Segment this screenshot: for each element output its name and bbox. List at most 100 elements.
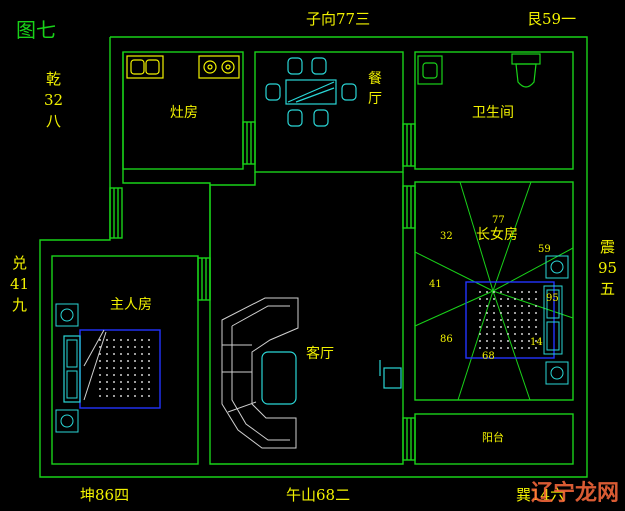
quilt-dot bbox=[99, 374, 101, 376]
quilt-dot bbox=[514, 333, 516, 335]
door-balcony bbox=[402, 417, 416, 461]
quilt-dot bbox=[528, 291, 530, 293]
quilt-dot bbox=[493, 326, 495, 328]
quilt-dot bbox=[514, 347, 516, 349]
quilt-dot bbox=[148, 388, 150, 390]
dining-set bbox=[265, 57, 357, 127]
quilt-dot bbox=[514, 340, 516, 342]
room-eldest-daughter: 长女房 bbox=[476, 227, 518, 243]
sector-number-59: 59 bbox=[538, 244, 551, 255]
direction-top-center: 子向77三 bbox=[306, 10, 371, 28]
quilt-dot bbox=[528, 326, 530, 328]
quilt-dot bbox=[127, 395, 129, 397]
watermark-logo: 辽宁龙网 bbox=[530, 481, 619, 506]
quilt-dot bbox=[535, 340, 537, 342]
quilt-dot bbox=[507, 291, 509, 293]
quilt-dot bbox=[521, 340, 523, 342]
quilt-dot bbox=[113, 360, 115, 362]
quilt-dot bbox=[141, 381, 143, 383]
quilt-dot bbox=[99, 339, 101, 341]
sector-rays bbox=[414, 181, 574, 401]
quilt-dot bbox=[507, 347, 509, 349]
quilt-dot bbox=[479, 333, 481, 335]
quilt-dot bbox=[521, 319, 523, 321]
quilt-dot bbox=[535, 298, 537, 300]
quilt-dot bbox=[500, 333, 502, 335]
master-bed bbox=[55, 303, 161, 433]
quilt-dot bbox=[493, 340, 495, 342]
quilt-dot bbox=[521, 326, 523, 328]
quilt-dot bbox=[528, 312, 530, 314]
quilt-dot bbox=[514, 298, 516, 300]
quilt-dot bbox=[113, 353, 115, 355]
quilt-dot bbox=[113, 367, 115, 369]
inner-wall-left bbox=[122, 52, 211, 300]
quilt-dot bbox=[106, 374, 108, 376]
figure-title: 图七 bbox=[16, 18, 56, 42]
quilt-dot bbox=[141, 353, 143, 355]
quilt-dot bbox=[535, 347, 537, 349]
quilt-dot bbox=[127, 367, 129, 369]
quilt-dot bbox=[106, 381, 108, 383]
quilt-dot bbox=[521, 312, 523, 314]
quilt-dot bbox=[120, 388, 122, 390]
quilt-dot bbox=[99, 360, 101, 362]
toilet-bowl bbox=[515, 63, 537, 88]
stove bbox=[198, 55, 240, 79]
quilt-dot bbox=[134, 353, 136, 355]
quilt-dot bbox=[493, 305, 495, 307]
quilt-dot bbox=[486, 333, 488, 335]
sector-number-14: 14 bbox=[530, 337, 543, 348]
quilt-dot bbox=[500, 347, 502, 349]
tv-cabinet bbox=[379, 360, 402, 389]
room-master-bedroom: 主人房 bbox=[110, 297, 152, 313]
sector-number-77: 77 bbox=[492, 215, 505, 226]
quilt-dot bbox=[106, 346, 108, 348]
quilt-dot bbox=[127, 339, 129, 341]
quilt-dot bbox=[479, 340, 481, 342]
quilt-dot bbox=[148, 374, 150, 376]
quilt-dot bbox=[500, 291, 502, 293]
quilt-dot bbox=[106, 367, 108, 369]
quilt-dot bbox=[507, 305, 509, 307]
quilt-dot bbox=[113, 346, 115, 348]
quilt-dot bbox=[486, 312, 488, 314]
quilt-dot bbox=[479, 291, 481, 293]
quilt-dot bbox=[507, 319, 509, 321]
quilt-dot bbox=[507, 312, 509, 314]
quilt-dot bbox=[106, 353, 108, 355]
quilt-dot bbox=[141, 339, 143, 341]
bathroom-wall bbox=[414, 51, 574, 170]
quilt-dot bbox=[127, 381, 129, 383]
quilt-dot bbox=[113, 374, 115, 376]
quilt-dot bbox=[134, 339, 136, 341]
quilt-dot bbox=[500, 326, 502, 328]
quilt-dot bbox=[106, 388, 108, 390]
quilt-dot bbox=[528, 347, 530, 349]
quilt-dot bbox=[500, 340, 502, 342]
quilt-dot bbox=[479, 305, 481, 307]
quilt-dot bbox=[528, 319, 530, 321]
quilt-dot bbox=[148, 360, 150, 362]
basin bbox=[417, 55, 443, 85]
quilt-dot bbox=[134, 381, 136, 383]
quilt-dot bbox=[521, 347, 523, 349]
quilt-dot bbox=[493, 312, 495, 314]
quilt-dot bbox=[120, 360, 122, 362]
quilt-dot bbox=[493, 291, 495, 293]
sector-number-32: 32 bbox=[440, 231, 453, 242]
sector-number-95: 95 bbox=[546, 293, 559, 304]
room-balcony: 阳台 bbox=[482, 431, 504, 444]
quilt-dot bbox=[528, 305, 530, 307]
quilt-dot bbox=[535, 319, 537, 321]
direction-left-top: 乾 32 八 bbox=[44, 70, 64, 130]
room-living: 客厅 bbox=[306, 346, 334, 362]
quilt-dot bbox=[148, 346, 150, 348]
quilt-dot bbox=[99, 381, 101, 383]
quilt-dot bbox=[479, 312, 481, 314]
walls bbox=[39, 36, 588, 478]
toilet-tank bbox=[511, 53, 541, 65]
direction-right-mid: 震 95 五 bbox=[598, 238, 618, 298]
quilt-dot bbox=[141, 388, 143, 390]
sink bbox=[126, 55, 164, 79]
